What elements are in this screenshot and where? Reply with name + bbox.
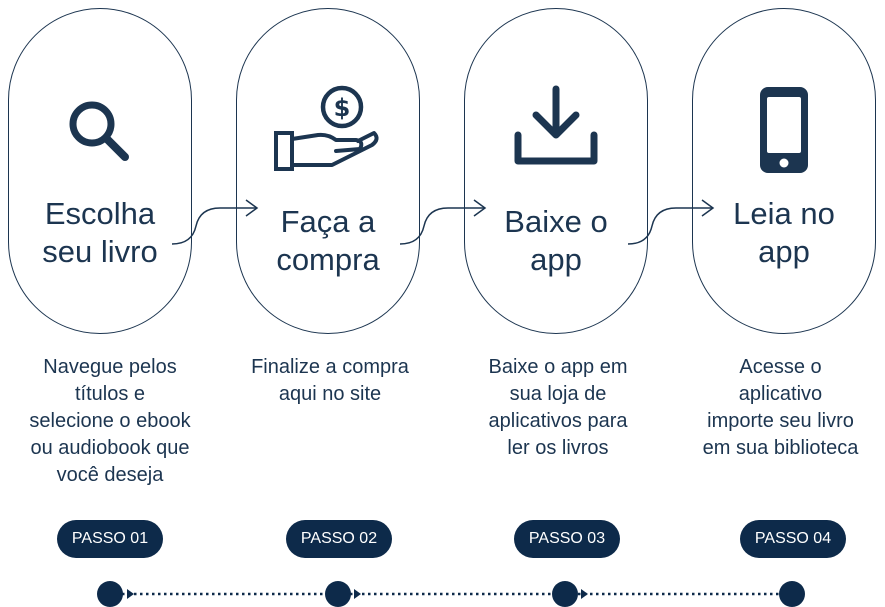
hand-money-icon: $: [237, 85, 419, 175]
smartphone-icon: [693, 85, 875, 175]
step-1-badge: PASSO 01: [57, 520, 163, 558]
step-1-description: Navegue pelos títulos e selecione o eboo…: [29, 356, 191, 486]
svg-text:$: $: [334, 94, 351, 122]
step-1-card: Escolha seu livro: [8, 8, 192, 334]
step-3-title: Baixe o app: [504, 204, 608, 277]
step-2-description: Finalize a compra aqui no site: [251, 356, 409, 405]
timeline-dot-4: [779, 581, 805, 607]
timeline-dot-3: [552, 581, 578, 607]
search-icon: [9, 97, 191, 167]
step-3-description: Baixe o app em sua loja de aplicativos p…: [488, 356, 628, 459]
timeline-dot-1: [97, 581, 123, 607]
download-icon: [465, 85, 647, 169]
step-2-badge: PASSO 02: [286, 520, 392, 558]
step-3-badge: PASSO 03: [514, 520, 620, 558]
step-2-card: $ Faça a compra: [236, 8, 420, 334]
timeline: [97, 581, 805, 607]
step-4-title: Leia no app: [733, 196, 835, 269]
step-3-card: Baixe o app: [464, 8, 648, 334]
timeline-dot-2: [325, 581, 351, 607]
step-4-badge: PASSO 04: [740, 520, 846, 558]
step-4-description: Acesse o aplicativo importe seu livro em…: [702, 356, 859, 459]
step-2-title: Faça a compra: [276, 204, 380, 277]
step-4-card: Leia no app: [692, 8, 876, 334]
step-1-title: Escolha seu livro: [42, 196, 158, 269]
